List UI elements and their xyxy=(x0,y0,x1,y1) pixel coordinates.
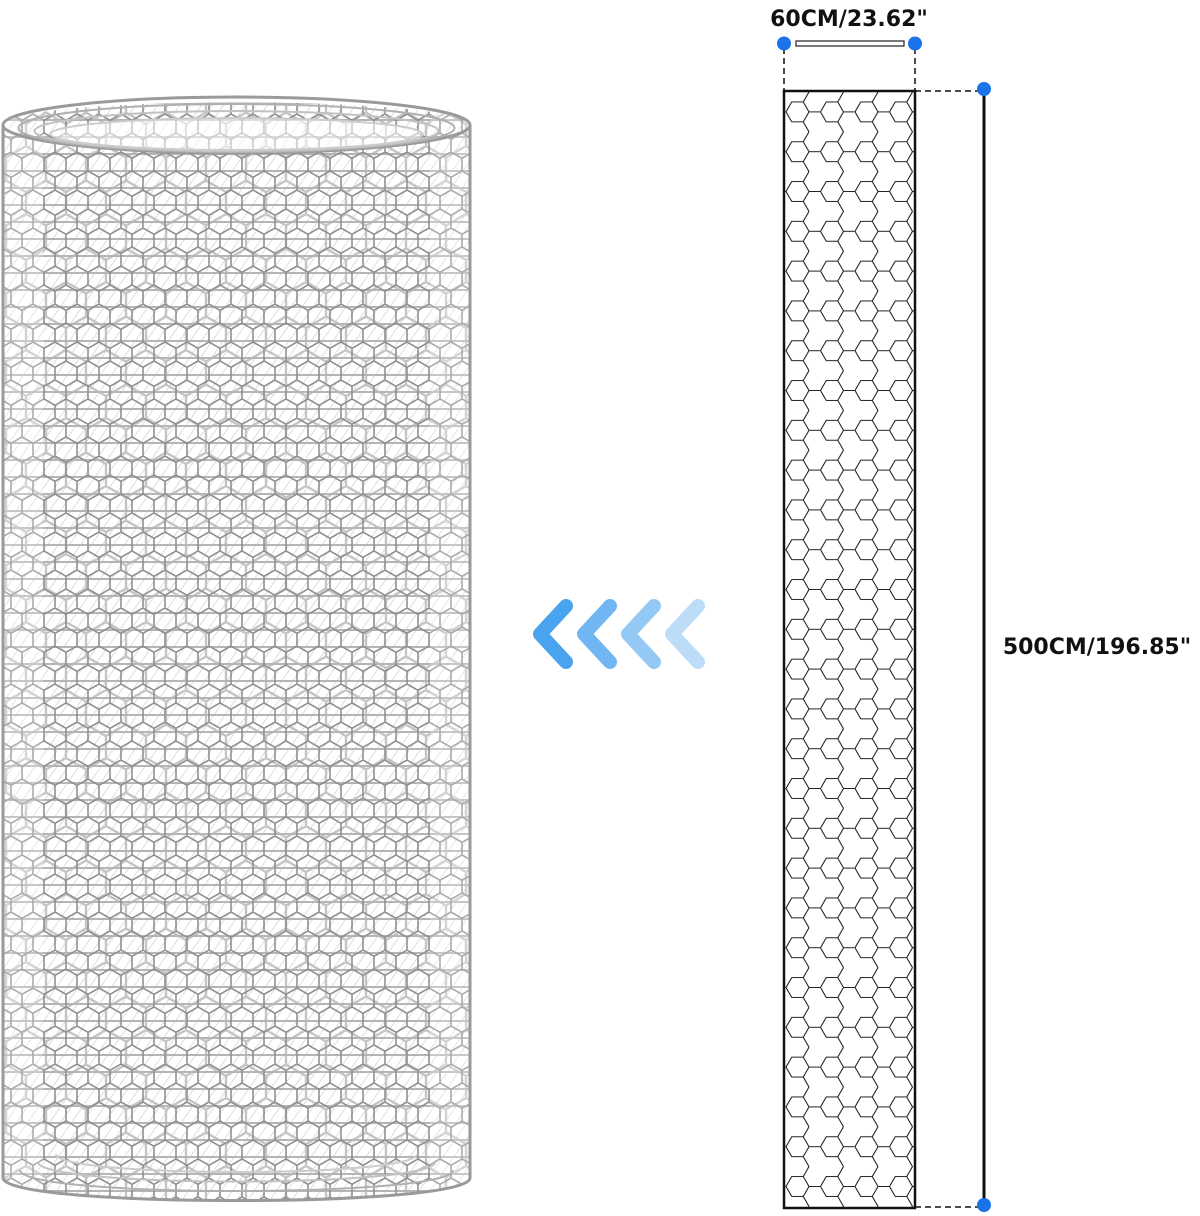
chevron-left-icon xyxy=(577,599,617,669)
dimension-marker-dot xyxy=(977,82,991,96)
unroll-direction-arrows xyxy=(533,599,705,669)
dimension-marker-dot xyxy=(977,1198,991,1212)
chevron-left-icon xyxy=(665,599,705,669)
dimension-marker-dot xyxy=(908,36,922,51)
width-label: 60CM/23.62" xyxy=(770,7,928,32)
dimension-marker-dot xyxy=(777,36,791,51)
chevron-left-icon xyxy=(533,599,573,669)
length-dimension: 500CM/196.85" xyxy=(915,82,1191,1212)
wire-mesh-roll-icon xyxy=(1,95,472,1202)
width-dimension: 60CM/23.62" xyxy=(770,7,928,91)
length-label: 500CM/196.85" xyxy=(1003,635,1191,660)
chevron-left-icon xyxy=(621,599,661,669)
unrolled-mesh-sheet xyxy=(782,89,917,1210)
